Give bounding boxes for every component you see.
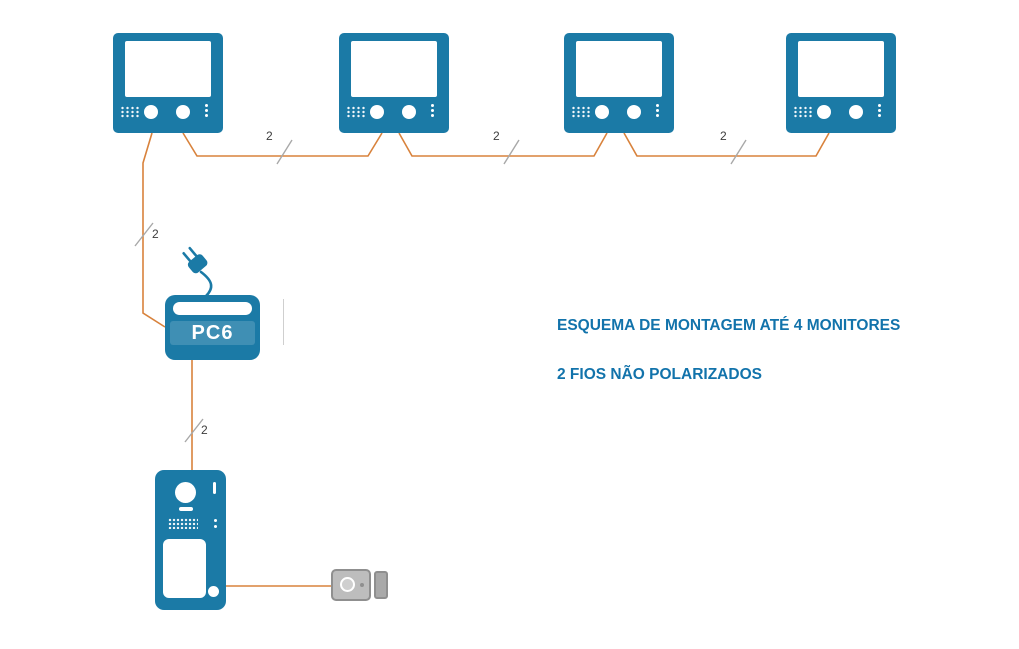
monitor-button-icon bbox=[402, 105, 416, 119]
power-supply-pc6: PC6 bbox=[165, 295, 260, 360]
wire-bus-3 bbox=[623, 132, 830, 157]
camera-lens-icon bbox=[175, 482, 196, 503]
monitor-button-icon bbox=[627, 105, 641, 119]
monitor-screen bbox=[351, 41, 437, 97]
wire-count-label-bus-3: 2 bbox=[720, 129, 727, 143]
wire-slash-bus-2 bbox=[503, 139, 520, 165]
tick-mark-icon bbox=[213, 482, 216, 494]
monitor-4 bbox=[786, 33, 896, 133]
camera-bar-icon bbox=[179, 507, 193, 511]
door-station bbox=[155, 470, 226, 610]
call-button-icon bbox=[208, 586, 219, 597]
monitor-screen bbox=[798, 41, 884, 97]
wire-count-label-bus-2: 2 bbox=[493, 129, 500, 143]
cursor-artifact-line bbox=[283, 299, 284, 345]
psu-stripe bbox=[173, 302, 252, 315]
monitor-3 bbox=[564, 33, 674, 133]
monitor-button-icon bbox=[817, 105, 831, 119]
monitor-screen bbox=[125, 41, 211, 97]
wire-count-label-riser: 2 bbox=[152, 227, 159, 241]
monitor-button-icon bbox=[595, 105, 609, 119]
wire-bus-1 bbox=[182, 132, 383, 157]
monitor-button-icon bbox=[849, 105, 863, 119]
speaker-grille-icon bbox=[120, 106, 141, 118]
wire-count-label-bus-1: 2 bbox=[266, 129, 273, 143]
side-dots-icon bbox=[431, 104, 434, 107]
side-dots-icon bbox=[205, 104, 208, 107]
caption-block: ESQUEMA DE MONTAGEM ATÉ 4 MONITORES 2 FI… bbox=[557, 317, 900, 384]
lock-strike-plate bbox=[374, 571, 388, 599]
caption-line-2: 2 FIOS NÃO POLARIZADOS bbox=[557, 366, 762, 383]
speaker-grille-icon bbox=[168, 518, 198, 529]
lock-cylinder-icon bbox=[340, 577, 355, 592]
wire-monitor1-to-psu bbox=[142, 132, 166, 328]
monitor-button-icon bbox=[370, 105, 384, 119]
wire-count-label-drop: 2 bbox=[201, 423, 208, 437]
speaker-grille-icon bbox=[793, 106, 814, 118]
wire-slash-riser bbox=[134, 222, 154, 247]
lock-dot-icon bbox=[360, 583, 364, 587]
psu-label: PC6 bbox=[191, 322, 234, 344]
psu-label-band bbox=[170, 321, 255, 345]
wire-slash-bus-1 bbox=[276, 139, 293, 165]
monitor-button-icon bbox=[144, 105, 158, 119]
side-dots-icon bbox=[878, 104, 881, 107]
monitor-1 bbox=[113, 33, 223, 133]
side-dots-icon bbox=[214, 519, 217, 522]
wire-slash-bus-3 bbox=[730, 139, 747, 165]
speaker-grille-icon bbox=[571, 106, 592, 118]
nameplate bbox=[163, 539, 206, 598]
lock-release-body bbox=[331, 569, 371, 601]
side-dots-icon bbox=[656, 104, 659, 107]
monitor-2 bbox=[339, 33, 449, 133]
monitor-screen bbox=[576, 41, 662, 97]
speaker-grille-icon bbox=[346, 106, 367, 118]
monitor-button-icon bbox=[176, 105, 190, 119]
power-plug-icon bbox=[182, 246, 213, 298]
caption-line-1: ESQUEMA DE MONTAGEM ATÉ 4 MONITORES bbox=[557, 317, 901, 334]
wire-bus-2 bbox=[398, 132, 608, 157]
wire-slash-drop bbox=[184, 418, 204, 443]
